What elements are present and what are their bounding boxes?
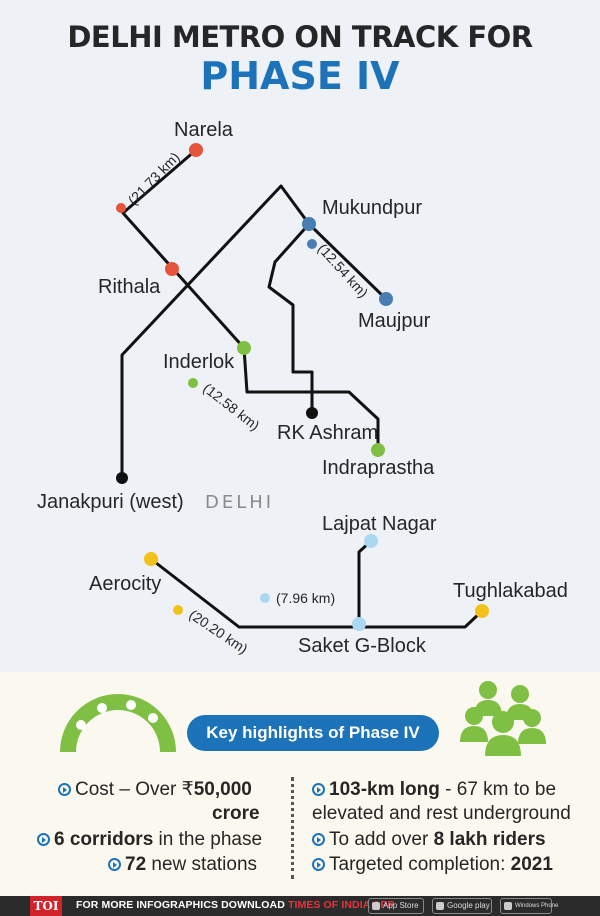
label-janakpuri: Janakpuri (west): [37, 491, 184, 513]
route-mukundpur-rkashram: [267, 222, 314, 412]
route-aerocity-tughlakabad: [150, 557, 484, 629]
station-dot-janakpuri: [116, 472, 128, 484]
station-dot-saket: [352, 617, 366, 631]
route-mukundpur-maujpur: [307, 222, 388, 301]
label-rkashram: RK Ashram: [277, 422, 378, 444]
bullet-arrow-icon: [312, 833, 325, 846]
station-dot-inderlok: [237, 341, 251, 355]
bullet-arrow-icon: [37, 833, 50, 846]
station-dot-indraprastha: [371, 443, 385, 457]
route-inderlok-indraprastha: [242, 347, 380, 450]
station-dot-mukundpur-minor: [307, 239, 317, 249]
bullet-arrow-icon: [312, 783, 325, 796]
station-dot-narela-minor: [116, 203, 126, 213]
label-indraprastha: Indraprastha: [322, 457, 435, 479]
metro-map: Narela Rithala Mukundpur Maujpur Inderlo…: [37, 119, 568, 657]
station-dot-lajpat-minor: [260, 593, 270, 603]
route-lajpat-saket: [357, 539, 373, 624]
label-maujpur: Maujpur: [358, 310, 431, 332]
bullet-length: 103-km long - 67 km to be: [312, 778, 556, 802]
distance-lajpat-saket: (7.96 km): [276, 590, 335, 606]
metro-arch-icon: [60, 694, 176, 753]
label-rithala: Rithala: [98, 276, 161, 298]
bullet-cost-unit: crore: [212, 803, 260, 824]
bullet-arrow-icon: [58, 783, 71, 796]
station-dot-rkashram: [306, 407, 318, 419]
distance-aerocity-tughlakabad: (20.20 km): [186, 606, 250, 657]
apple-icon: [372, 902, 380, 910]
station-dot-rithala: [165, 262, 179, 276]
label-inderlok: Inderlok: [163, 351, 235, 373]
highlights-panel: Key highlights of Phase IV Cost – Over ₹…: [0, 672, 600, 896]
route-janakpuri: [120, 184, 311, 478]
bullet-arrow-icon: [108, 858, 121, 871]
station-dot-narela: [189, 143, 203, 157]
station-dot-mukundpur: [302, 217, 316, 231]
station-dot-aerocity: [144, 552, 158, 566]
title-line-2: PHASE IV: [200, 54, 400, 98]
label-city-delhi: DELHI: [205, 492, 274, 513]
map-background: [0, 0, 600, 672]
bullet-arrow-icon: [312, 858, 325, 871]
title-line-1: DELHI METRO ON TRACK FOR: [67, 20, 533, 54]
highlights-divider: [291, 777, 294, 879]
station-dot-lajpat: [364, 534, 378, 548]
windows-icon: [504, 902, 512, 910]
station-dot-inderlok-minor: [188, 378, 198, 388]
windows-phone-badge[interactable]: Windows Phone: [500, 898, 558, 914]
station-dot-aerocity-minor: [173, 605, 183, 615]
bullet-corridors: 6 corridors in the phase: [37, 828, 262, 852]
distance-rithala-narela: (21.73 km): [125, 149, 183, 208]
people-group-icon: [460, 681, 546, 756]
distance-inderlok-indraprastha: (12.58 km): [200, 380, 263, 434]
bullet-cost: Cost – Over ₹50,000: [58, 778, 252, 802]
label-lajpat: Lajpat Nagar: [322, 513, 437, 535]
bullet-length-line2: elevated and rest underground: [312, 803, 571, 824]
toi-logo: TOI: [30, 896, 62, 916]
distance-mukundpur-maujpur: (12.54 km): [315, 240, 372, 300]
label-aerocity: Aerocity: [89, 573, 161, 595]
bullet-stations: 72 new stations: [108, 853, 257, 877]
station-dot-tughlakabad: [475, 604, 489, 618]
play-icon: [436, 902, 444, 910]
app-store-badge[interactable]: App Store: [368, 898, 424, 914]
station-dot-maujpur: [379, 292, 393, 306]
label-tughlakabad: Tughlakabad: [453, 580, 568, 602]
highlights-banner: Key highlights of Phase IV: [187, 715, 439, 751]
google-play-badge[interactable]: Google play: [432, 898, 492, 914]
label-mukundpur: Mukundpur: [322, 197, 422, 219]
bullet-riders: To add over 8 lakh riders: [312, 828, 546, 852]
label-narela: Narela: [174, 119, 234, 141]
label-saket: Saket G-Block: [298, 635, 427, 657]
footer-text: FOR MORE INFOGRAPHICS DOWNLOAD TIMES OF …: [76, 899, 395, 911]
route-rithala-narela: [121, 148, 246, 350]
bullet-completion: Targeted completion: 2021: [312, 853, 553, 877]
footer-bar: TOI FOR MORE INFOGRAPHICS DOWNLOAD TIMES…: [0, 896, 600, 916]
